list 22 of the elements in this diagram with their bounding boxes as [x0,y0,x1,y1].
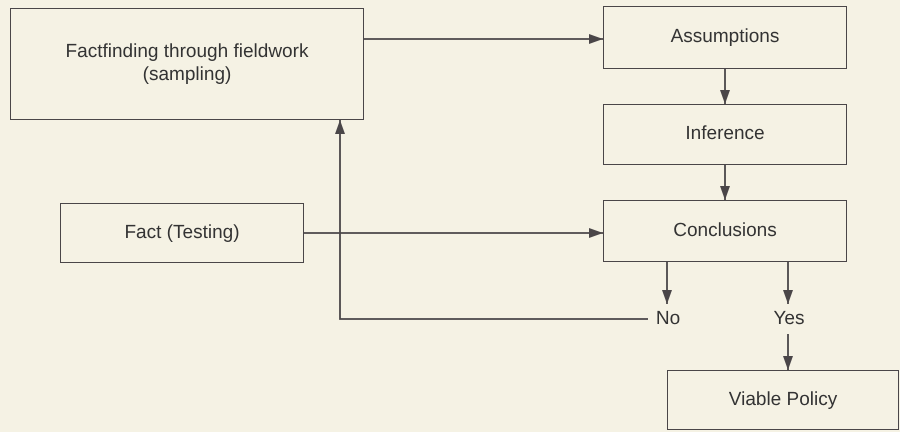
arrow [783,334,793,370]
box-label: Conclusions [673,220,777,242]
box-label: Factfinding through fieldwork (sampling) [64,41,310,87]
arrow [364,34,603,44]
arrow [720,165,730,200]
process-box [60,203,304,263]
arrow [662,262,672,304]
arrow [304,228,603,238]
arrow [720,69,730,104]
box-label: Fact (Testing) [124,222,240,244]
branch-label: Yes [774,308,804,330]
process-box [603,200,847,262]
box-label: Assumptions [670,26,780,49]
box-label: Viable Policy [728,388,838,412]
arrow [783,262,793,304]
process-box [10,8,364,120]
process-box [603,6,847,69]
branch-label: No [656,308,680,330]
arrow [335,120,648,320]
box-label: Inference [685,123,765,146]
process-box [603,104,847,165]
process-box [667,370,899,430]
